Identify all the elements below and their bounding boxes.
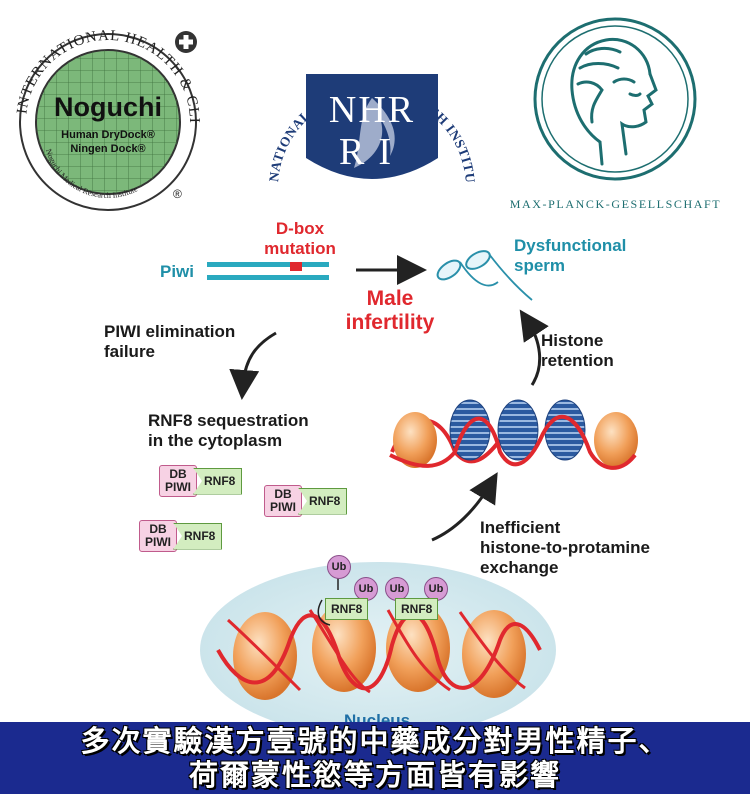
inefficient-exchange-label: Inefficient histone-to-protamine exchang…: [480, 518, 650, 577]
minerva-head-icon: [570, 37, 658, 166]
db-piwi-rnf8-complex: DB PIWI RNF8: [139, 520, 223, 552]
noguchi-line2: Ningen Dock®: [70, 143, 145, 155]
registered-mark: ®: [173, 187, 182, 201]
dbox-mutation-mark: [290, 262, 302, 271]
noguchi-logo: INTERNATIONAL HEALTH & CLINIC Noguchi Me…: [8, 22, 201, 211]
noguchi-title: Noguchi: [54, 92, 162, 122]
diagram-graphics: [200, 250, 638, 722]
rnf8-tag: RNF8: [193, 467, 243, 495]
nhri-letters-bottom: RI: [339, 131, 405, 173]
db-piwi-rnf8-complex: DB PIWI RNF8: [264, 485, 348, 517]
mpg-logo: [533, 17, 697, 181]
histone-retention-label: Histone retention: [541, 331, 614, 370]
db-piwi-rnf8-complex: DB PIWI RNF8: [159, 465, 243, 497]
histone-chromatin: [389, 399, 638, 470]
dysfunctional-sperm: [436, 250, 533, 301]
piwi-gene-bar: [207, 262, 329, 280]
nhri-logo: NATIONAL HEALTH RESEARCH INSTITUTES NHR …: [262, 18, 477, 184]
rnf8-tag: RNF8: [298, 487, 348, 515]
flame-icon: [354, 98, 395, 168]
noguchi-line1: Human DryDock®: [61, 129, 155, 141]
mpg-name: MAX-PLANCK-GESELLSCHAFT: [509, 197, 722, 211]
nucleus-chromatin: [216, 604, 542, 700]
dbox-mutation-label: D-box mutation: [264, 219, 336, 258]
dysfunctional-sperm-label: Dysfunctional sperm: [514, 236, 627, 275]
piwi-label: Piwi: [160, 262, 195, 281]
db-piwi-tag: DB PIWI: [139, 520, 177, 552]
db-piwi-tag: DB PIWI: [159, 465, 197, 497]
piwi-elimination-failure-label: PIWI elimination failure: [104, 322, 236, 361]
rnf8-sequestration-label: RNF8 sequestration in the cytoplasm: [148, 411, 309, 450]
rnf8-tag: RNF8: [173, 522, 223, 550]
caption-line-1: 多次實驗漢方壹號的中藥成分對男性精子、: [80, 724, 670, 758]
db-piwi-tag: DB PIWI: [264, 485, 302, 517]
nuclear-rnf8: RNF8: [325, 598, 369, 620]
caption-banner: 多次實驗漢方壹號的中藥成分對男性精子、 荷爾蒙性慾等方面皆有影響: [0, 722, 750, 794]
nuclear-rnf8: RNF8: [395, 598, 439, 620]
nhri-letters-top: NHR: [329, 89, 415, 131]
ub-bubble: Ub: [424, 577, 448, 601]
arrow-histone-retention: [519, 309, 549, 386]
ub-bubble: Ub: [327, 555, 351, 579]
arrow-piwi-failure: [229, 331, 277, 400]
arrow-inefficient-exchange: [431, 472, 498, 542]
caption-line-2: 荷爾蒙性慾等方面皆有影響: [188, 758, 561, 792]
male-infertility-label: Male infertility: [345, 287, 435, 334]
ub-bubble: Ub: [385, 577, 409, 601]
ub-bubble: Ub: [354, 577, 378, 601]
